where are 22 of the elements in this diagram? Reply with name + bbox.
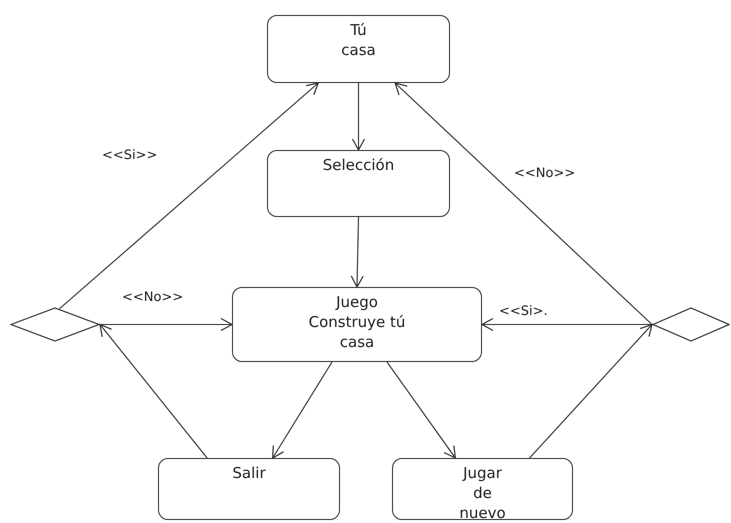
arrow xyxy=(100,318,233,332)
state-box xyxy=(158,458,340,520)
arrow xyxy=(481,318,652,332)
state-name: Tú casa xyxy=(340,20,377,60)
state-box xyxy=(267,150,450,217)
arrow xyxy=(386,362,456,459)
state-name: Jugar de nuevo xyxy=(458,463,507,523)
state-name: Selección xyxy=(322,155,396,175)
arrow xyxy=(529,324,653,458)
arrow xyxy=(394,82,652,325)
arrow xyxy=(99,324,208,458)
state-box xyxy=(232,287,482,362)
state-box xyxy=(267,15,450,83)
arrow xyxy=(350,216,364,288)
decision-diamond xyxy=(10,307,100,342)
state-box xyxy=(392,458,573,520)
arrow xyxy=(352,83,366,151)
state-name: Juego Construye tú casa xyxy=(308,292,406,352)
state-name: Salir xyxy=(231,463,267,483)
arrow xyxy=(272,362,332,459)
decision-diamond xyxy=(652,307,730,342)
arrow xyxy=(59,82,319,310)
